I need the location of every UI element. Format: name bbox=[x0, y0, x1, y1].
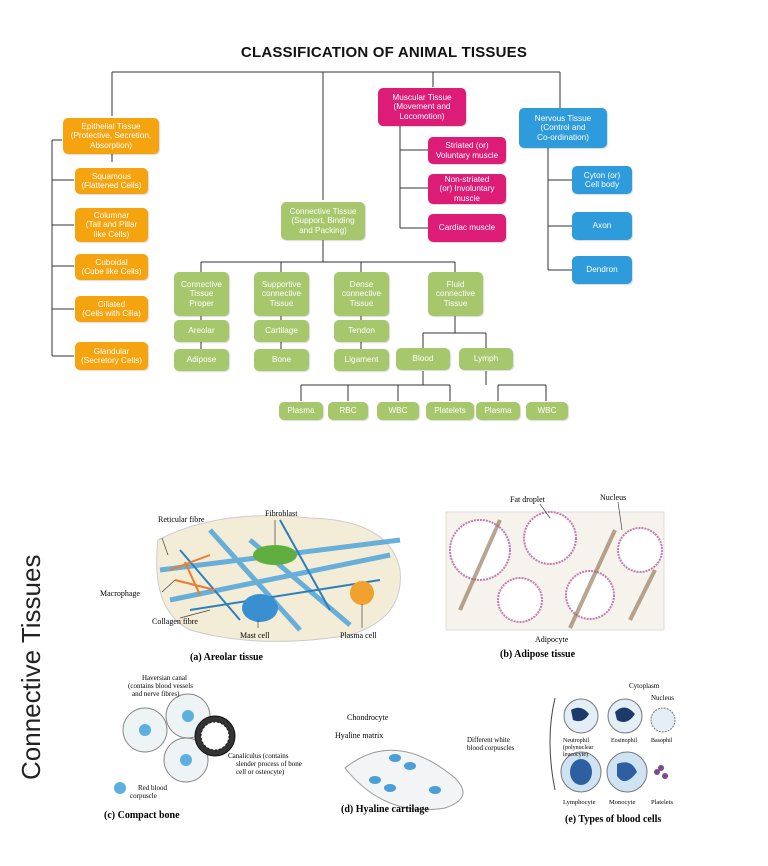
reticular-fibre-label: Reticular fibre bbox=[158, 515, 205, 524]
blood-plasma-node: Plasma bbox=[279, 402, 323, 420]
blood-nucleus-label: Nucleus bbox=[651, 694, 674, 702]
lymph-wbc-node: WBC bbox=[526, 402, 568, 420]
cuboidal-node: Cuboidal (Cube like Cells) bbox=[75, 254, 148, 280]
connective-tissue-node: Connective Tissue (Support, Binding and … bbox=[281, 202, 365, 240]
nucleus-label: Nucleus bbox=[600, 493, 626, 502]
fibroblast-label: Fibroblast bbox=[265, 509, 298, 518]
fluid-connective-node: Fluid connective Tissue bbox=[428, 272, 483, 316]
eosinophil-label: Eosinophil bbox=[611, 738, 637, 744]
hyaline-cartilage-figure: Chondrocyte Hyaline matrix (d) Hyaline c… bbox=[335, 713, 464, 815]
side-title: Connective Tissues bbox=[16, 554, 46, 780]
compact-bone-caption: (c) Compact bone bbox=[104, 810, 180, 821]
ciliated-node: Ciliated (Cells with Cilia) bbox=[75, 296, 148, 322]
squamous-node: Squamous (Flattened Cells) bbox=[75, 168, 148, 194]
blood-node: Blood bbox=[396, 348, 450, 370]
lymph-node: Lymph bbox=[459, 348, 513, 370]
ligament-node: Ligament bbox=[334, 349, 389, 371]
basophil-label: Basophil bbox=[651, 738, 673, 744]
lymph-plasma-node: Plasma bbox=[476, 402, 520, 420]
adipocyte-label: Adipocyte bbox=[535, 635, 569, 644]
striated-muscle-node: Striated (or) Voluntary muscle bbox=[428, 137, 506, 164]
dendron-node: Dendron bbox=[572, 256, 632, 284]
blood-wbc-node: WBC bbox=[377, 402, 419, 420]
fat-droplet-label: Fat droplet bbox=[510, 495, 546, 504]
rbc-node: RBC bbox=[328, 402, 368, 420]
supportive-connective-node: Supportive connective Tissue bbox=[254, 272, 309, 316]
adipose-caption: (b) Adipose tissue bbox=[500, 649, 576, 660]
adipose-node: Adipose bbox=[174, 349, 229, 371]
glandular-node: Glandular (Secretory Cells) bbox=[75, 342, 148, 370]
muscular-tissue-node: Muscular Tissue (Movement and Locomotion… bbox=[378, 88, 466, 126]
bone-node: Bone bbox=[254, 349, 309, 371]
lymphocyte-label: Lymphocyte bbox=[563, 799, 596, 806]
epithelial-tissue-node: Epithelial Tissue (Protective, Secretion… bbox=[63, 118, 159, 154]
non-striated-muscle-node: Non-striated (or) Involuntary muscle bbox=[428, 174, 506, 204]
tendon-node: Tendon bbox=[334, 320, 389, 342]
cartilage-node: Cartilage bbox=[254, 320, 309, 342]
platelets-node: Platelets bbox=[426, 402, 474, 420]
macrophage-label: Macrophage bbox=[100, 589, 140, 598]
collagen-fibre-label: Collagen fibre bbox=[152, 617, 198, 626]
hyaline-matrix-label: Hyaline matrix bbox=[335, 731, 383, 740]
chondrocyte-label: Chondrocyte bbox=[347, 713, 389, 722]
cardiac-muscle-node: Cardiac muscle bbox=[428, 214, 506, 242]
nervous-tissue-node: Nervous Tissue (Control and Co-ordinatio… bbox=[519, 108, 607, 148]
connector-lines bbox=[51, 71, 572, 401]
mast-cell-label: Mast cell bbox=[240, 631, 270, 640]
connective-proper-node: Connective Tissue Proper bbox=[174, 272, 229, 316]
platelets-label: Platelets bbox=[651, 799, 673, 806]
hyaline-caption: (d) Hyaline cartilage bbox=[341, 804, 429, 815]
plasma-cell-label: Plasma cell bbox=[340, 631, 377, 640]
areolar-tissue-figure: Reticular fibre Fibroblast Macrophage Co… bbox=[100, 509, 401, 663]
cyton-node: Cyton (or) Cell body bbox=[572, 166, 632, 194]
diagram-title: CLASSIFICATION OF ANIMAL TISSUES bbox=[240, 44, 528, 61]
adipose-tissue-figure: Fat droplet Nucleus Adipocyte (b) Adipos… bbox=[445, 493, 665, 660]
blood-cells-caption: (e) Types of blood cells bbox=[565, 814, 661, 825]
dense-connective-node: Dense connective Tissue bbox=[334, 272, 389, 316]
axon-node: Axon bbox=[572, 212, 632, 240]
cytoplasm-label: Cytoplasm bbox=[629, 682, 660, 690]
areolar-caption: (a) Areolar tissue bbox=[190, 652, 264, 663]
monocyte-label: Monocyte bbox=[609, 799, 635, 806]
columnar-node: Columnar (Tall and Pillar like Cells) bbox=[75, 208, 148, 242]
areolar-node: Areolar bbox=[174, 320, 229, 342]
